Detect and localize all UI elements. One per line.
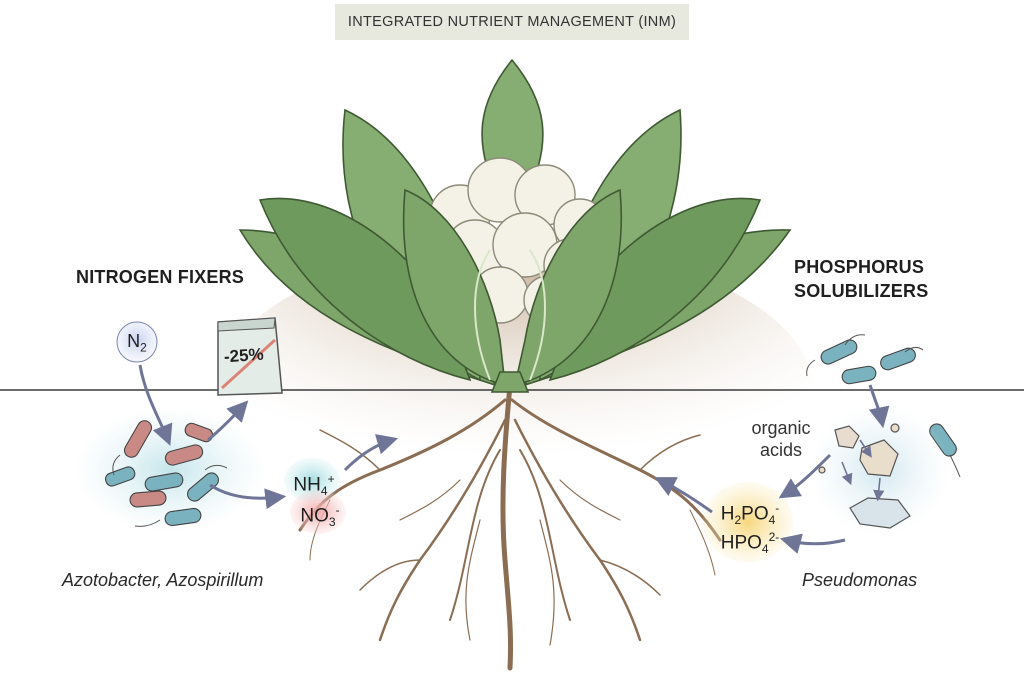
- fertilizer-bag-icon: [217, 317, 283, 396]
- phosphorus-solubilizer-species: Pseudomonas: [802, 570, 918, 590]
- cauliflower-plant: [238, 58, 792, 393]
- hpo4-label: HPO42-: [720, 530, 780, 557]
- phosphate-ion-bubble: [703, 482, 793, 562]
- nitrogen-fixer-species: Azotobacter, Azospirillum: [62, 570, 264, 590]
- nitrogen-fixing-bacteria: [75, 408, 265, 532]
- n2-bubble: [116, 321, 158, 363]
- fertilizer-reduction-label: -25%: [223, 344, 265, 367]
- nh4-no3-bubble: [284, 458, 346, 534]
- no3-label: NO3-: [300, 503, 340, 530]
- diagram-title: INTEGRATED NUTRIENT MANAGEMENT (INM): [335, 4, 689, 40]
- phosphorus-solubilizing-bacteria: [806, 334, 961, 478]
- organic-acids-label: organic acids: [751, 418, 811, 460]
- nitrogen-flow-arrows: [138, 364, 399, 510]
- nh4-label: NH4+: [293, 472, 335, 499]
- phosphorus-solubilizers-heading: PHOSPHORUS SOLUBILIZERS: [794, 257, 929, 301]
- n2-label: N2: [127, 331, 147, 355]
- nitrogen-fixers-heading: NITROGEN FIXERS: [76, 267, 245, 287]
- h2po4-label: H2PO4-: [720, 501, 780, 528]
- phosphorus-flow-arrows: [654, 384, 890, 554]
- mineral-phosphate-rocks: [810, 405, 950, 535]
